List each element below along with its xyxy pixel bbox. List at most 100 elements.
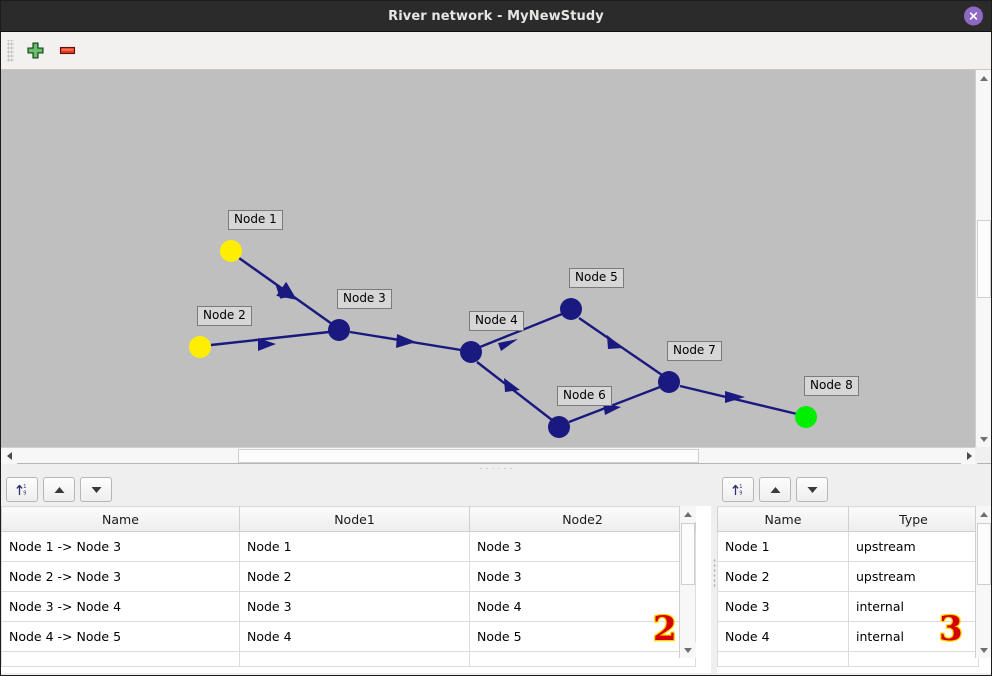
table-row-filler xyxy=(717,651,979,667)
graph-node-label-node6[interactable]: Node 6 xyxy=(557,386,612,406)
reaches-scroll-up-arrow[interactable] xyxy=(680,506,696,522)
graph-node-node7[interactable] xyxy=(658,371,680,393)
graph-node-node4[interactable] xyxy=(460,341,482,363)
nodes-column-header-type[interactable]: Type xyxy=(848,506,979,532)
table-row[interactable]: Node 2 upstream xyxy=(717,561,979,592)
graph-node-node1[interactable] xyxy=(220,240,242,262)
reaches-cell-node2[interactable]: Node 4 xyxy=(469,591,696,622)
network-graph-panel[interactable]: Node 1 Node 2 Node 3 Node 4 Node 5 Node … xyxy=(1,70,991,464)
reaches-column-header-node1[interactable]: Node1 xyxy=(239,506,470,532)
graph-node-label-node8[interactable]: Node 8 xyxy=(804,376,859,396)
reaches-cell-node1[interactable]: Node 1 xyxy=(239,531,470,562)
graph-node-label-node1[interactable]: Node 1 xyxy=(228,210,283,230)
reaches-scroll-down-arrow[interactable] xyxy=(680,642,696,658)
graph-node-label-node3[interactable]: Node 3 xyxy=(337,289,392,309)
network-graph-canvas[interactable]: Node 1 Node 2 Node 3 Node 4 Node 5 Node … xyxy=(1,70,977,447)
edge-arrow-node2-node3 xyxy=(258,338,276,351)
vertical-splitter[interactable] xyxy=(711,473,717,673)
reaches-cell-node1[interactable]: Node 3 xyxy=(239,591,470,622)
graph-vertical-scroll-thumb[interactable] xyxy=(977,220,991,298)
nodes-table-header-row: Name Type xyxy=(717,506,979,532)
nodes-cell-name[interactable]: Node 2 xyxy=(717,561,849,592)
arrow-down-icon[interactable] xyxy=(796,477,828,502)
reaches-table[interactable]: Name Node1 Node2 Node 1 -> Node 3 Node 1… xyxy=(1,506,696,667)
nodes-cell-type[interactable]: upstream xyxy=(848,561,979,592)
reaches-vertical-scroll-thumb[interactable] xyxy=(681,523,695,585)
annotation-number-3: 3 xyxy=(938,608,964,651)
horizontal-splitter[interactable] xyxy=(1,463,991,473)
svg-text:9: 9 xyxy=(739,491,742,497)
edge-arrow-node4-node5 xyxy=(498,339,518,351)
edge-arrow-node5-node7 xyxy=(607,335,623,349)
nodes-scroll-down-arrow[interactable] xyxy=(976,642,991,658)
vertical-splitter-grip xyxy=(712,558,716,588)
toolbar-drag-handle[interactable] xyxy=(7,39,14,62)
reaches-cell-node1[interactable]: Node 2 xyxy=(239,561,470,592)
table-row-filler xyxy=(1,651,696,667)
nodes-cell-name[interactable]: Node 4 xyxy=(717,621,849,652)
sort-az-icon[interactable]: 1 9 xyxy=(6,477,38,502)
nodes-scroll-up-arrow[interactable] xyxy=(976,506,991,522)
reaches-vertical-scrollbar[interactable] xyxy=(679,506,696,658)
reaches-cell-node2[interactable]: Node 3 xyxy=(469,531,696,562)
nodes-vertical-scrollbar[interactable] xyxy=(975,506,991,658)
graph-node-node3[interactable] xyxy=(328,319,350,341)
reaches-cell-name[interactable]: Node 1 -> Node 3 xyxy=(1,531,240,562)
table-row[interactable]: Node 4 -> Node 5 Node 4 Node 5 xyxy=(1,621,696,652)
reaches-cell-node2[interactable]: Node 5 xyxy=(469,621,696,652)
edge-node6-node7 xyxy=(568,385,661,424)
sort-az-icon[interactable]: 1 9 xyxy=(722,477,754,502)
reaches-cell-node1[interactable]: Node 4 xyxy=(239,621,470,652)
edge-node7-node8 xyxy=(679,384,798,416)
edge-arrow-node4-node6 xyxy=(504,378,520,392)
reaches-column-header-node2[interactable]: Node2 xyxy=(469,506,696,532)
table-row[interactable]: Node 2 -> Node 3 Node 2 Node 3 xyxy=(1,561,696,592)
reaches-cell-name[interactable]: Node 2 -> Node 3 xyxy=(1,561,240,592)
graph-node-label-node4[interactable]: Node 4 xyxy=(469,311,524,331)
nodes-vertical-scroll-thumb[interactable] xyxy=(977,523,991,585)
reaches-cell-node2[interactable]: Node 3 xyxy=(469,561,696,592)
table-row[interactable]: Node 1 -> Node 3 Node 1 Node 3 xyxy=(1,531,696,562)
reaches-cell-empty xyxy=(1,651,240,667)
graph-node-node8[interactable] xyxy=(795,406,817,428)
nodes-cell-name[interactable]: Node 1 xyxy=(717,531,849,562)
reaches-column-header-name[interactable]: Name xyxy=(1,506,240,532)
graph-scroll-up-arrow[interactable] xyxy=(976,70,991,86)
graph-scroll-right-arrow[interactable] xyxy=(961,448,977,464)
arrow-up-icon[interactable] xyxy=(759,477,791,502)
nodes-table[interactable]: Name Type Node 1 upstream Node 2 upstrea… xyxy=(717,506,979,667)
edge-node2-node3 xyxy=(210,330,330,347)
svg-text:9: 9 xyxy=(23,491,26,497)
reaches-cell-name[interactable]: Node 3 -> Node 4 xyxy=(1,591,240,622)
graph-horizontal-scrollbar[interactable] xyxy=(1,447,977,464)
reaches-table-area: Name Node1 Node2 Node 1 -> Node 3 Node 1… xyxy=(1,506,711,673)
graph-scroll-down-arrow[interactable] xyxy=(976,431,991,447)
reaches-cell-empty xyxy=(239,651,470,667)
red-minus-delete-icon[interactable] xyxy=(51,36,83,66)
arrow-down-icon[interactable] xyxy=(80,477,112,502)
green-plus-add-icon[interactable] xyxy=(19,36,51,66)
table-row[interactable]: Node 1 upstream xyxy=(717,531,979,562)
table-row[interactable]: Node 3 -> Node 4 Node 3 Node 4 xyxy=(1,591,696,622)
table-row[interactable]: Node 4 internal xyxy=(717,621,979,652)
graph-node-node6[interactable] xyxy=(548,416,570,438)
graph-node-node5[interactable] xyxy=(560,298,582,320)
graph-node-node2[interactable] xyxy=(189,336,211,358)
graph-scroll-left-arrow[interactable] xyxy=(1,448,17,464)
graph-node-label-node2[interactable]: Node 2 xyxy=(197,306,252,326)
graph-vertical-scrollbar[interactable] xyxy=(975,70,991,447)
graph-horizontal-scroll-thumb[interactable] xyxy=(238,449,699,463)
graph-node-label-node5[interactable]: Node 5 xyxy=(569,268,624,288)
arrow-up-icon[interactable] xyxy=(43,477,75,502)
nodes-cell-type[interactable]: upstream xyxy=(848,531,979,562)
nodes-column-header-name[interactable]: Name xyxy=(717,506,849,532)
close-icon[interactable] xyxy=(964,6,983,26)
reaches-table-header-row: Name Node1 Node2 xyxy=(1,506,696,532)
graph-node-label-node7[interactable]: Node 7 xyxy=(667,341,722,361)
window-title: River network - MyNewStudy xyxy=(388,8,604,24)
scrollbar-corner xyxy=(975,447,991,463)
graph-nodes xyxy=(189,240,817,438)
reaches-cell-name[interactable]: Node 4 -> Node 5 xyxy=(1,621,240,652)
nodes-cell-name[interactable]: Node 3 xyxy=(717,591,849,622)
